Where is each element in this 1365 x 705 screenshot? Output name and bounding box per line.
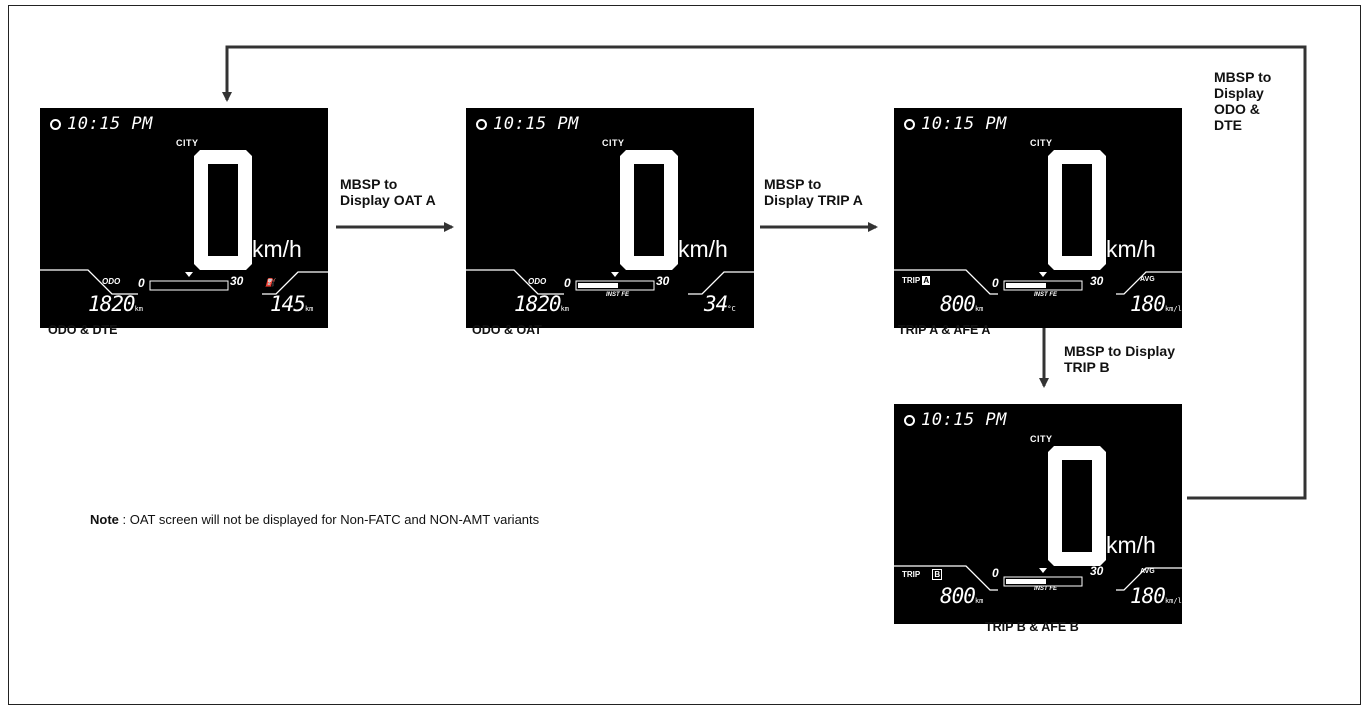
scale-max: 30: [1090, 274, 1103, 288]
inst-fe-label: INST FE: [606, 292, 629, 298]
arrow-label-odo-dte: MBSP to Display ODO & DTE: [1214, 69, 1271, 133]
arrow-label-line: Display TRIP A: [764, 192, 863, 208]
scale-max: 30: [656, 274, 669, 288]
trip-label: TRIP B: [902, 570, 942, 579]
trip-label: TRIP A: [902, 276, 930, 285]
clock-icon: [476, 119, 487, 130]
arrow-label-line: DTE: [1214, 117, 1271, 133]
scale-min: 0: [992, 276, 999, 290]
trip-value: 800km: [940, 292, 983, 316]
arrow-label-line: Display OAT A: [340, 192, 436, 208]
odo-unit: km: [561, 305, 569, 313]
trip-label-text: TRIP: [902, 276, 920, 285]
avg-label: AVG: [1140, 276, 1155, 283]
caption-odo-dte: ODO & DTE: [48, 323, 117, 337]
clock: 10:15 PM: [476, 114, 579, 134]
scale-min: 0: [564, 276, 571, 290]
clock: 10:15 PM: [904, 114, 1007, 134]
oat-unit: °C: [727, 305, 735, 313]
display-screen-odo-oat: 10:15 PM CITY km/h ODO 0 30 INST FE 1820…: [466, 108, 754, 328]
trip-unit: km: [975, 597, 983, 605]
arrow-label-line: MBSP to Display: [1064, 343, 1175, 359]
clock-time: 10:15 PM: [921, 114, 1007, 134]
display-screen-trip-b: 10:15 PM CITY km/h TRIP B 0 30 INST FE A…: [894, 404, 1182, 624]
scale-max: 30: [1090, 564, 1103, 578]
arrow-label-line: MBSP to: [764, 176, 863, 192]
afe-number: 180: [1130, 292, 1165, 316]
dte-value: 145km: [270, 292, 313, 316]
trip-number: 800: [940, 292, 975, 316]
clock-icon: [904, 415, 915, 426]
clock: 10:15 PM: [50, 114, 153, 134]
inst-fe-label: INST FE: [1034, 292, 1057, 298]
drive-mode: CITY: [602, 138, 625, 148]
note-text: : OAT screen will not be displayed for N…: [119, 512, 539, 527]
afe-unit: km/l: [1165, 597, 1182, 605]
arrow-label-line: MBSP to: [340, 176, 436, 192]
odo-value: 1820km: [514, 292, 569, 316]
drive-mode: CITY: [1030, 434, 1053, 444]
afe-unit: km/l: [1165, 305, 1182, 313]
note: Note : OAT screen will not be displayed …: [90, 512, 539, 527]
drive-mode: CITY: [1030, 138, 1053, 148]
inst-fe-label: INST FE: [1034, 586, 1057, 592]
drive-mode: CITY: [176, 138, 199, 148]
arrow-label-oat: MBSP to Display OAT A: [340, 176, 436, 208]
caption-trip-b: TRIP B & AFE B: [985, 620, 1079, 634]
trip-number: 800: [940, 584, 975, 608]
clock-time: 10:15 PM: [493, 114, 579, 134]
arrow-label-line: ODO &: [1214, 101, 1271, 117]
clock: 10:15 PM: [904, 410, 1007, 430]
oat-number: 34: [704, 292, 727, 316]
caption-odo-oat: ODO & OAT: [472, 323, 542, 337]
arrow-label-line: MBSP to: [1214, 69, 1271, 85]
dte-number: 145: [270, 292, 305, 316]
trip-value: 800km: [940, 584, 983, 608]
speed-digit: [186, 150, 256, 270]
caption-trip-a: TRIP A & AFE A: [898, 323, 990, 337]
scale-min: 0: [992, 566, 999, 580]
speed-digit: [1040, 150, 1110, 270]
dte-unit: km: [305, 305, 313, 313]
fuel-pump-icon: ⛽: [265, 278, 275, 287]
trip-label-text: TRIP: [902, 570, 920, 579]
speed-digit: [1040, 446, 1110, 566]
arrow-label-line: Display: [1214, 85, 1271, 101]
trip-unit: km: [975, 305, 983, 313]
odo-number: 1820: [514, 292, 561, 316]
odo-label: ODO: [102, 277, 120, 286]
trip-badge: A: [922, 276, 930, 285]
note-label: Note: [90, 512, 119, 527]
afe-number: 180: [1130, 584, 1165, 608]
clock-icon: [904, 119, 915, 130]
odo-number: 1820: [88, 292, 135, 316]
odo-unit: km: [135, 305, 143, 313]
afe-value: 180km/l: [1130, 292, 1182, 316]
trip-badge: B: [932, 569, 942, 580]
clock-time: 10:15 PM: [921, 410, 1007, 430]
speed-digit: [612, 150, 682, 270]
arrow-label-trip-b: MBSP to Display TRIP B: [1064, 343, 1175, 375]
scale-min: 0: [138, 276, 145, 290]
clock-time: 10:15 PM: [67, 114, 153, 134]
avg-label: AVG: [1140, 568, 1155, 575]
oat-value: 34°C: [704, 292, 736, 316]
arrow-label-line: TRIP B: [1064, 359, 1175, 375]
afe-value: 180km/l: [1130, 584, 1182, 608]
arrow-label-trip-a: MBSP to Display TRIP A: [764, 176, 863, 208]
odo-label: ODO: [528, 277, 546, 286]
display-screen-trip-a: 10:15 PM CITY km/h TRIP A 0 30 INST FE A…: [894, 108, 1182, 328]
display-screen-odo-dte: 10:15 PM CITY km/h ODO 0 30 ⛽ 1820km 145…: [40, 108, 328, 328]
odo-value: 1820km: [88, 292, 143, 316]
scale-max: 30: [230, 274, 243, 288]
clock-icon: [50, 119, 61, 130]
